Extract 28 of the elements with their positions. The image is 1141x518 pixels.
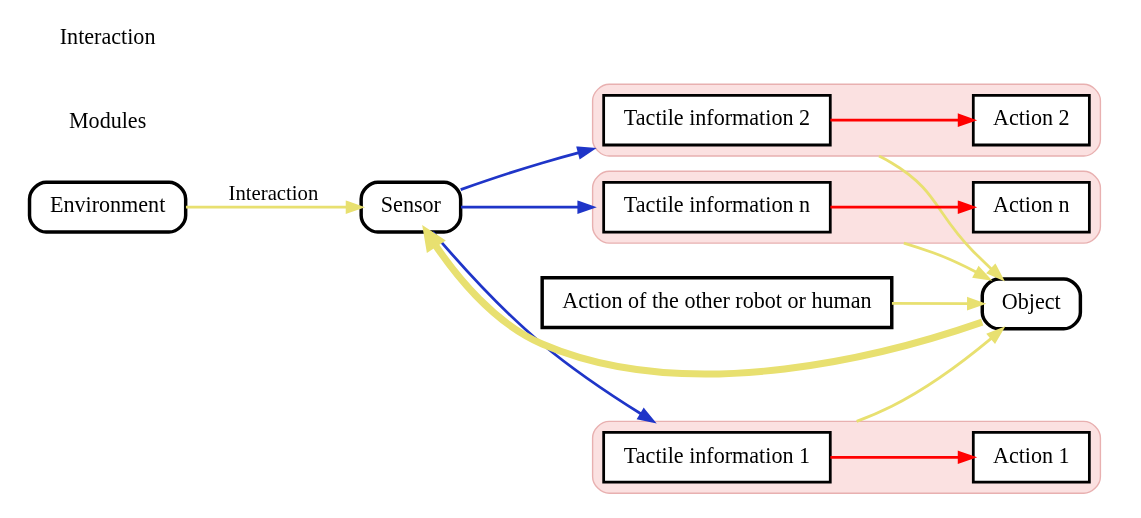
- label: Interaction: [59, 23, 156, 49]
- arrow: [431, 231, 657, 424]
- node-box: Tactile information n: [602, 180, 832, 234]
- node-box: Action 2: [971, 93, 1091, 147]
- node-box: Sensor: [359, 180, 463, 234]
- node-box: Action 1: [971, 431, 1091, 484]
- node-box: Tactile information 1: [602, 431, 832, 484]
- label: Modules: [68, 108, 147, 134]
- arrow: [903, 241, 993, 281]
- cluster: [591, 420, 1102, 494]
- arrow: [878, 154, 1005, 282]
- arrow: [460, 146, 597, 191]
- arrow: [830, 450, 978, 465]
- arrow: [830, 200, 978, 214]
- node-box: Action of the other robot or human: [540, 275, 894, 330]
- arrow: [891, 296, 987, 311]
- arrow: [186, 200, 366, 214]
- node-box: Object: [980, 277, 1083, 331]
- cluster: [591, 170, 1102, 244]
- cluster: [591, 83, 1102, 157]
- node-box: Tactile information 2: [602, 93, 832, 147]
- arrow: [461, 200, 597, 214]
- arrow: [830, 113, 978, 127]
- node-box: Action n: [971, 180, 1091, 234]
- arrow: [422, 225, 984, 378]
- edge-label: Interaction: [228, 182, 319, 205]
- node-box: Environment: [27, 180, 188, 234]
- arrow: [856, 326, 1006, 423]
